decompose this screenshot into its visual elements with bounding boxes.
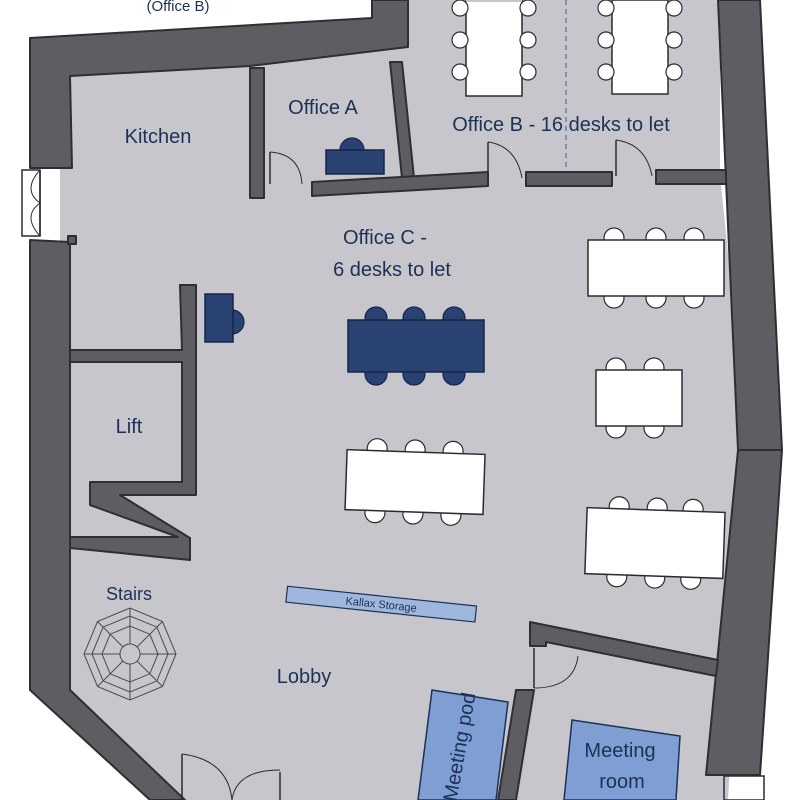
desk-office-c-white-3	[344, 438, 486, 526]
label-lobby: Lobby	[277, 666, 332, 688]
door-stub-south-east	[723, 775, 765, 800]
room-labels: (Office B) Kitchen Office A Office B - 1…	[106, 0, 670, 793]
desk-office-a	[325, 149, 385, 175]
desk-office-c-single	[204, 293, 234, 343]
wall-office-b-bottom-1	[525, 171, 613, 187]
desk-office-c-white-4	[584, 496, 726, 590]
door-office-a	[269, 151, 303, 185]
wall-meeting-room-top	[529, 621, 719, 677]
label-meeting-room-line1: Meeting	[584, 740, 655, 762]
label-office-c-line1: Office C -	[343, 227, 427, 249]
kallax-storage: Kallax Storage	[285, 585, 478, 623]
office-b-desks	[451, 0, 683, 168]
label-office-a: Office A	[288, 97, 358, 119]
label-office-c-line2: 6 desks to let	[333, 259, 451, 281]
wall-lift	[69, 284, 197, 561]
office-a-desk	[325, 137, 385, 175]
wall-top-left	[29, 0, 409, 169]
door-office-b-2	[615, 139, 653, 177]
label-stairs: Stairs	[106, 584, 152, 604]
wall-meeting-room-left	[497, 689, 535, 800]
double-door-west	[21, 169, 41, 237]
desk-office-c-white-2	[595, 357, 683, 439]
doors	[21, 139, 765, 800]
spiral-stairs-icon	[83, 607, 177, 701]
label-kitchen: Kitchen	[125, 126, 192, 148]
wall-kitchen-office-a	[249, 67, 265, 199]
desk-office-b-1	[465, 0, 523, 97]
desk-office-b-2	[611, 0, 669, 95]
chairs-office-b	[451, 0, 683, 81]
desk-office-c-white-1	[587, 227, 725, 309]
walls	[29, 0, 783, 800]
door-office-b-1	[487, 141, 523, 179]
door-entrance	[181, 753, 281, 800]
office-c-furniture: Kallax Storage	[204, 227, 726, 623]
label-meeting-room-line2: room	[599, 771, 645, 793]
desk-office-b-mask	[466, 0, 522, 2]
wall-jamb-left	[67, 235, 77, 245]
wall-office-a-bottom	[311, 171, 489, 197]
meeting-room	[563, 719, 681, 800]
wall-office-b-bottom-2	[655, 169, 727, 185]
label-office-b: Office B - 16 desks to let	[452, 114, 670, 136]
floor-area	[38, 0, 748, 800]
label-office-b-top: (Office B)	[146, 0, 209, 15]
door-meeting-room	[533, 648, 579, 689]
desk-office-c-navy-cluster	[347, 306, 485, 386]
label-lift: Lift	[116, 416, 143, 438]
meeting-pod: Meeting pod	[417, 689, 509, 800]
